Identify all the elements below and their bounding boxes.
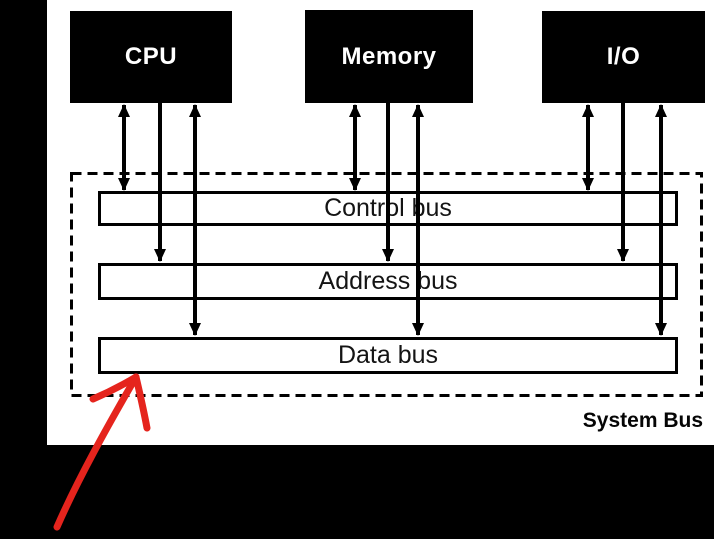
io-box: I/O	[542, 11, 705, 103]
data-bus-bar: Data bus	[98, 337, 678, 374]
data-bus-label: Data bus	[337, 341, 439, 369]
control-bus-label: Control bus	[324, 194, 452, 222]
memory-box: Memory	[305, 10, 473, 103]
cpu-label: CPU	[124, 43, 178, 70]
io-label: I/O	[606, 43, 641, 70]
memory-label: Memory	[341, 42, 437, 70]
system-bus-caption: System Bus	[582, 409, 703, 432]
address-bus-label: Address bus	[318, 267, 458, 295]
address-bus-bar: Address bus	[98, 263, 678, 300]
control-bus-bar: Control bus	[98, 191, 678, 226]
cpu-box: CPU	[70, 11, 232, 103]
